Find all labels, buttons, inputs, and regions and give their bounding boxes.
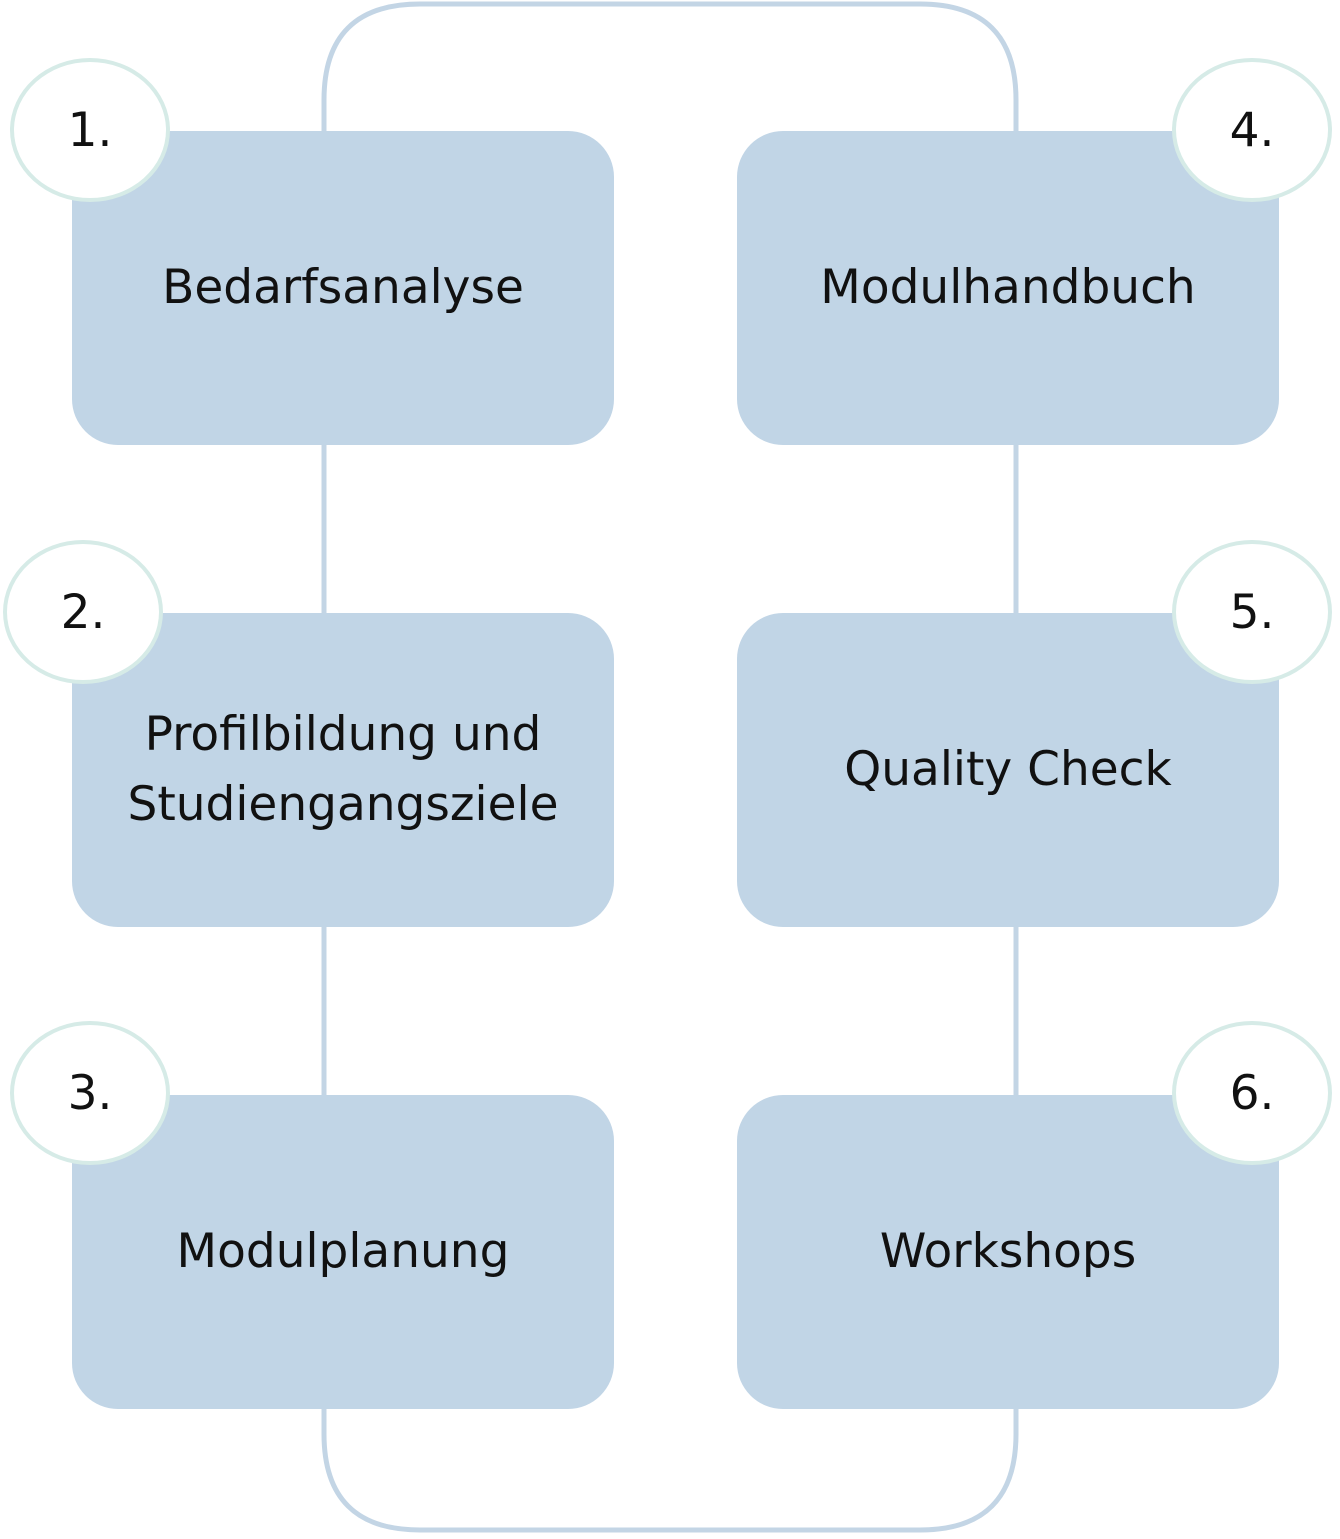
step-box-2: Profilbildung und Studiengangsziele [72, 613, 614, 927]
step-number-6: 6. [1229, 1065, 1275, 1121]
step-badge-3: 3. [10, 1021, 170, 1165]
step-label-1: Bedarfsanalyse [162, 260, 524, 315]
step-label-5: Quality Check [844, 742, 1172, 797]
step-box-6: Workshops [737, 1095, 1279, 1409]
step-badge-4: 4. [1172, 58, 1332, 202]
step-box-5: Quality Check [737, 613, 1279, 927]
step-number-3: 3. [67, 1065, 113, 1121]
top-connector-loop [321, 1, 1019, 135]
step-box-3: Modulplanung [72, 1095, 614, 1409]
step-label-3: Modulplanung [176, 1224, 510, 1279]
step-label-2: Profilbildung und Studiengangsziele [127, 707, 559, 832]
step-number-5: 5. [1229, 584, 1275, 640]
step-badge-6: 6. [1172, 1021, 1332, 1165]
step-box-1: Bedarfsanalyse [72, 131, 614, 445]
step-label-6: Workshops [879, 1224, 1137, 1279]
step-badge-5: 5. [1172, 540, 1332, 684]
bottom-connector-loop [321, 1400, 1019, 1533]
step-number-4: 4. [1229, 102, 1275, 158]
step-badge-1: 1. [10, 58, 170, 202]
step-number-1: 1. [67, 102, 113, 158]
step-number-2: 2. [60, 584, 106, 640]
step-box-4: Modulhandbuch [737, 131, 1279, 445]
step-label-4: Modulhandbuch [820, 260, 1196, 315]
step-badge-2: 2. [3, 540, 163, 684]
